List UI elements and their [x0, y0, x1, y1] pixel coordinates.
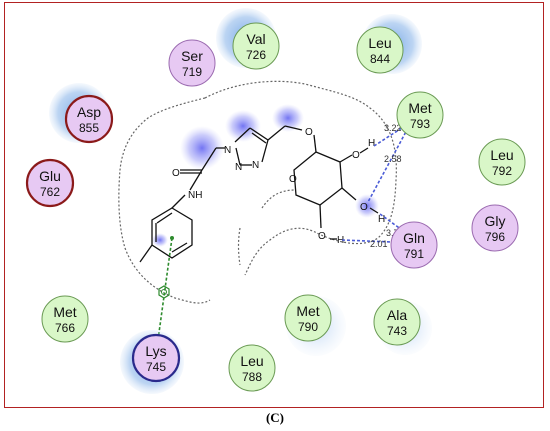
residue-name: Ser — [181, 48, 203, 64]
residue-number: 766 — [55, 321, 75, 335]
figure-frame — [4, 2, 544, 408]
hbond-distance: 2.01 — [370, 239, 388, 249]
ligand-exposure-halo — [355, 194, 379, 218]
pi-cation-icon — [158, 285, 170, 299]
atom-label-o-ring: O — [289, 174, 297, 185]
residue-circle — [284, 294, 332, 342]
atom-label-nh: NH — [188, 190, 202, 201]
atom-label-o-mid: O — [360, 202, 368, 213]
residue-name: Glu — [39, 168, 61, 184]
residue-name: Gly — [485, 213, 506, 229]
hbond-distance: 3.22 — [384, 123, 402, 133]
ligand-exposure-halo — [225, 110, 261, 142]
ligand-exposure-halo — [180, 126, 224, 170]
residue-number: 719 — [182, 65, 202, 79]
atom-label-n3: N — [252, 160, 259, 171]
ligand-exposure-halo — [272, 104, 304, 132]
residue-circle — [168, 39, 216, 87]
atom-label-n2: N — [235, 162, 242, 173]
residue-circle — [228, 344, 276, 392]
residue-circle — [25, 158, 75, 208]
atom-label-o-top: O — [352, 150, 360, 161]
residue-number: 726 — [246, 48, 266, 62]
residue-circle — [471, 204, 519, 252]
residue-circle — [373, 298, 421, 346]
residue-name: Val — [246, 31, 265, 47]
residue-number: 792 — [492, 164, 512, 178]
residue-number: 796 — [485, 230, 505, 244]
hbond-line-gln791-bottom — [341, 239, 393, 243]
pi-cation-line — [157, 237, 173, 341]
residue-number: 844 — [370, 52, 390, 66]
hbond-distance: 2.58 — [384, 154, 402, 164]
residue-name: Lys — [145, 343, 166, 359]
residue-circle — [64, 94, 114, 144]
residue-name: Leu — [490, 147, 513, 163]
atom-label-h-top: H — [368, 138, 375, 149]
residue-number: 743 — [387, 324, 407, 338]
atom-label-o-ether: O — [305, 127, 313, 138]
binding-pocket-inner — [237, 227, 241, 266]
atom-label-o-bottom: O — [318, 231, 326, 242]
hbond-line-met793-top — [373, 123, 409, 147]
residue-name: Met — [408, 100, 431, 116]
residue-circle — [131, 333, 181, 383]
residue-circle — [41, 295, 89, 343]
pi-ring-center — [170, 236, 174, 240]
residue-name: Leu — [240, 353, 263, 369]
residue-circle — [232, 22, 280, 70]
residue-name: Leu — [368, 35, 391, 51]
residue-number: 790 — [298, 320, 318, 334]
panel-caption: (C) — [265, 410, 285, 425]
atom-label-h-mid: H — [378, 214, 385, 225]
hbond-line-gln791-mid — [379, 213, 403, 231]
residue-number: 762 — [40, 185, 60, 199]
ligand-exposure-halo — [152, 233, 168, 247]
residue-circle — [478, 138, 526, 186]
residue-name: Ala — [387, 307, 407, 323]
residue-number: 745 — [146, 360, 166, 374]
residue-number: 788 — [242, 370, 262, 384]
atom-label-n1: N — [224, 145, 231, 156]
atom-label-o-carbonyl: O — [172, 168, 180, 179]
residue-name: Gln — [403, 230, 425, 246]
residue-number: 793 — [410, 117, 430, 131]
ligand-structure — [139, 125, 379, 263]
residue-name: Asp — [77, 104, 101, 120]
hbond-line-met793-mid — [367, 127, 409, 203]
residue-circle — [356, 26, 404, 74]
residue-number: 855 — [79, 121, 99, 135]
binding-pocket-outline — [118, 80, 397, 304]
atom-label-h-bottom: H — [337, 235, 344, 246]
residue-name: Met — [53, 304, 76, 320]
residue-number: 791 — [404, 247, 424, 261]
residue-circle — [390, 221, 438, 269]
residue-name: Met — [296, 303, 319, 319]
residue-circle — [396, 91, 444, 139]
